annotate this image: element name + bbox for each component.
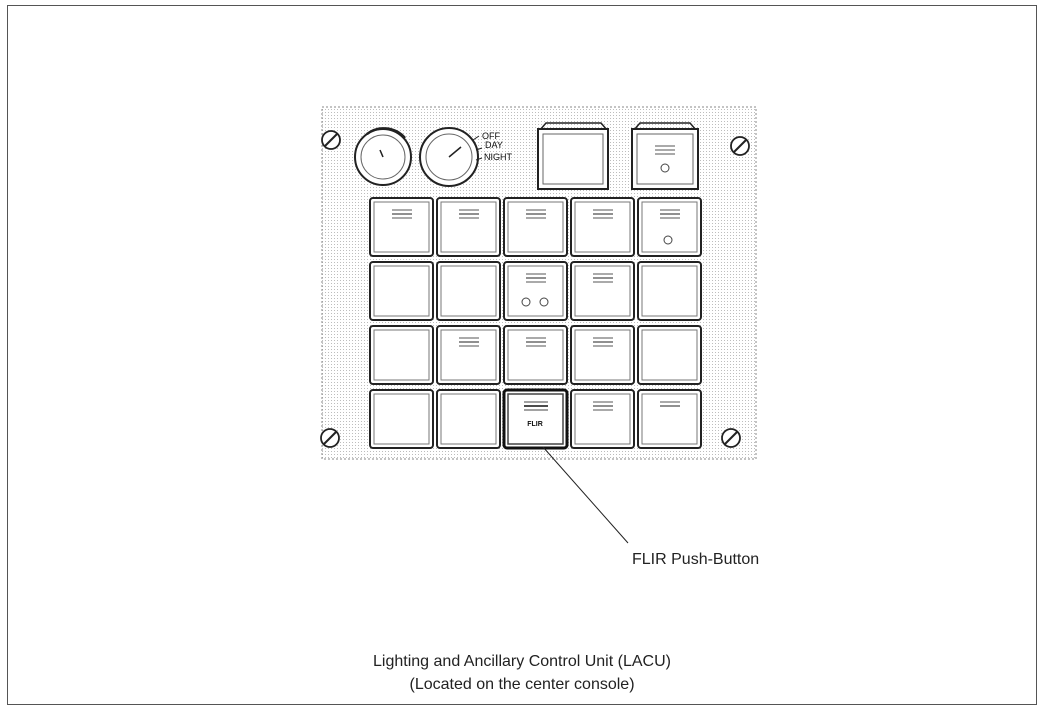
screw-icon bbox=[721, 428, 741, 448]
push-button-r3c1[interactable] bbox=[369, 325, 434, 385]
screw-icon bbox=[320, 428, 340, 448]
callout-leader-line bbox=[542, 446, 629, 544]
push-button-r4c4[interactable] bbox=[570, 389, 635, 449]
push-button-r2c1[interactable] bbox=[369, 261, 434, 321]
push-button-r1c4[interactable] bbox=[570, 197, 635, 257]
guarded-button-1[interactable] bbox=[537, 122, 609, 190]
figure-caption-title: Lighting and Ancillary Control Unit (LAC… bbox=[373, 653, 671, 670]
push-button-r3c2[interactable] bbox=[436, 325, 501, 385]
push-button-r2c3[interactable] bbox=[503, 261, 568, 321]
figure-frame bbox=[7, 5, 1037, 705]
callout-label: FLIR Push-Button bbox=[632, 551, 760, 568]
figure-caption-location: (Located on the center console) bbox=[409, 676, 635, 693]
push-button-r3c5[interactable] bbox=[637, 325, 702, 385]
guarded-button-2[interactable] bbox=[631, 122, 699, 190]
push-button-r1c3[interactable] bbox=[503, 197, 568, 257]
knob-label-night: NIGHT bbox=[484, 152, 513, 162]
push-button-r4c5[interactable] bbox=[637, 389, 702, 449]
mode-selector-knob[interactable] bbox=[419, 127, 483, 187]
push-button-grid: FLIR bbox=[369, 197, 702, 450]
push-button-r2c4[interactable] bbox=[570, 261, 635, 321]
push-button-r4c2[interactable] bbox=[436, 389, 501, 449]
push-button-r3c4[interactable] bbox=[570, 325, 635, 385]
push-button-r3c3[interactable] bbox=[503, 325, 568, 385]
knob-label-day: DAY bbox=[485, 140, 503, 150]
screw-icon bbox=[321, 130, 341, 150]
screw-icon bbox=[730, 136, 750, 156]
flir-push-button[interactable] bbox=[502, 388, 569, 450]
push-button-r1c1[interactable] bbox=[369, 197, 434, 257]
push-button-r1c5[interactable] bbox=[637, 197, 702, 257]
push-button-r1c2[interactable] bbox=[436, 197, 501, 257]
flir-button-label: FLIR bbox=[527, 421, 543, 428]
rotary-knob-left[interactable] bbox=[354, 127, 412, 186]
knob-label-off: OFF bbox=[482, 131, 500, 141]
push-button-r2c5[interactable] bbox=[637, 261, 702, 321]
push-button-r4c1[interactable] bbox=[369, 389, 434, 449]
push-button-r2c2[interactable] bbox=[436, 261, 501, 321]
